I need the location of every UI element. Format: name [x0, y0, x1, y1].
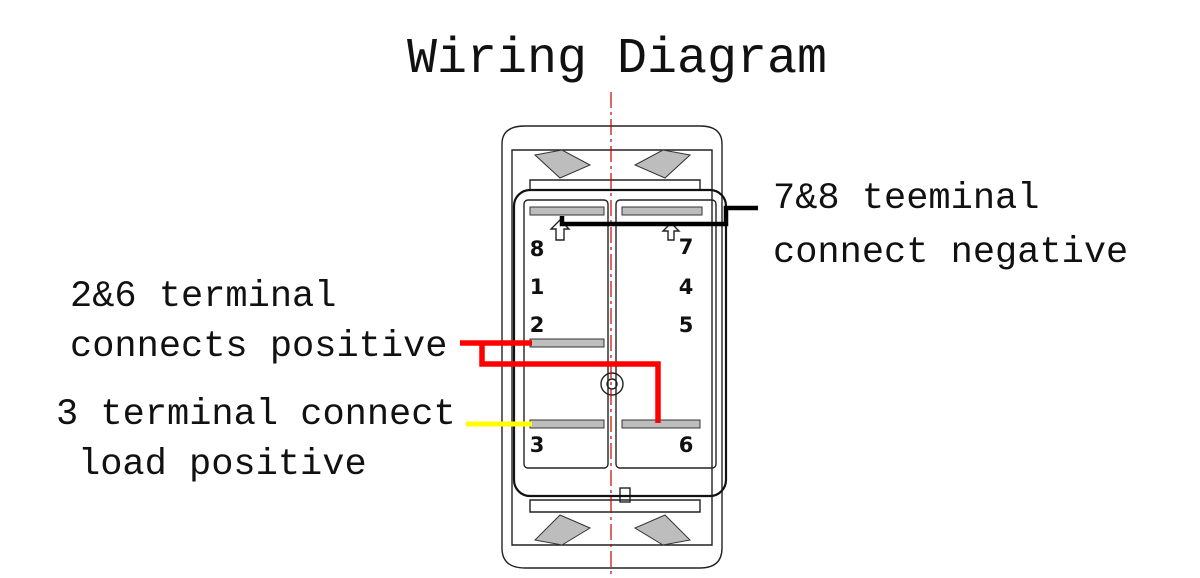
blade-6	[621, 419, 701, 429]
right-terminal-bank	[615, 199, 717, 469]
blade-2	[529, 338, 605, 348]
arrow-marker-right	[661, 222, 681, 241]
pivot-inner	[606, 378, 618, 390]
left-terminal-bank	[523, 199, 609, 469]
pin-label: 2	[530, 313, 545, 337]
blade-7	[621, 206, 703, 216]
callout-line: 3 terminal connect	[56, 394, 456, 436]
pin-label: 8	[530, 237, 545, 261]
blade-8	[529, 206, 605, 216]
pivot-outer	[600, 372, 624, 396]
pin-label: 1	[530, 275, 545, 299]
negative-wire	[559, 205, 758, 227]
terminal-blades	[529, 206, 703, 429]
top-latch	[529, 149, 701, 191]
blade-3	[529, 419, 605, 429]
bottom-latch	[529, 487, 701, 546]
callout-positive: 2&6 terminal connects positive	[70, 276, 447, 368]
callout-line: connect negative	[773, 232, 1128, 274]
switch-housing-outline	[501, 125, 723, 569]
diagram-title: Wiring Diagram	[407, 31, 827, 88]
pin-label: 5	[679, 313, 694, 337]
pin-label: 7	[679, 235, 694, 259]
callout-line: connects positive	[70, 326, 447, 368]
rocker-switch: 8 1 2 3 7 4 5 6	[501, 125, 728, 569]
callout-line: 7&8 teeminal	[773, 178, 1039, 220]
positive-wire	[460, 340, 661, 423]
pin-label: 4	[679, 275, 694, 299]
pin-label: 3	[530, 433, 545, 457]
callout-line: load positive	[78, 444, 367, 486]
callout-negative: 7&8 teeminal connect negative	[773, 178, 1128, 274]
switch-housing-inner	[511, 149, 713, 546]
callout-line: 2&6 terminal	[70, 276, 336, 318]
pin-label: 6	[679, 433, 694, 457]
callout-load: 3 terminal connect load positive	[56, 394, 456, 486]
